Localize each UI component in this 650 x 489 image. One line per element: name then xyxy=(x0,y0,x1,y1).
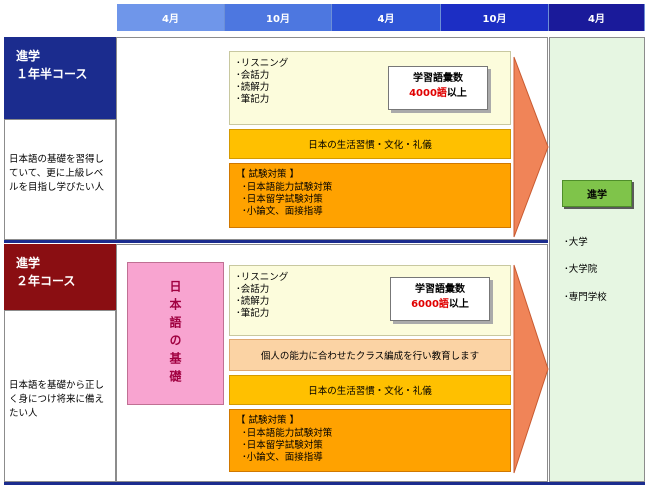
course1-vocab-count: 4000語 xyxy=(409,88,447,99)
course1-skill: ･読解力 xyxy=(236,82,270,93)
course1-title-line2: １年半コース xyxy=(16,67,88,81)
course1-arrow xyxy=(513,56,549,238)
course2-skill: ･リスニング xyxy=(236,272,289,283)
course1-vocab-note: 学習語彙数 4000語以上 xyxy=(388,66,488,110)
course2-vocab-label: 学習語彙数 xyxy=(415,284,465,295)
course2-content-frame xyxy=(116,244,548,482)
course2-skill: ･会話力 xyxy=(236,284,270,295)
course1-title-line1: 進学 xyxy=(16,49,41,63)
course2-vocab-suffix: 以上 xyxy=(448,299,469,310)
timeline-cell-5: 4月 xyxy=(549,4,645,31)
course2-exam-item: ･小論文、面接指導 xyxy=(242,452,323,463)
course1-culture-bar: 日本の生活習慣・文化・礼儀 xyxy=(229,129,511,159)
course2-class-note: 個人の能力に合わせたクラス編成を行い教育します xyxy=(229,339,511,371)
course2-skill: ･筆記力 xyxy=(236,308,270,319)
course2-exam-item: ･日本語能力試験対策 xyxy=(242,428,333,439)
timeline-header: 4月 10月 4月 10月 4月 xyxy=(117,4,645,31)
bottom-rule xyxy=(4,482,645,485)
course2-culture-bar: 日本の生活習慣・文化・礼儀 xyxy=(229,375,511,405)
timeline-cell-1: 4月 xyxy=(117,4,225,31)
course1-vocab-label: 学習語彙数 xyxy=(413,73,463,84)
course1-vocab-suffix: 以上 xyxy=(446,88,467,99)
course2-vocab-count: 6000語 xyxy=(411,299,449,310)
destination-column xyxy=(549,37,645,482)
timeline-cell-2: 10月 xyxy=(225,4,332,31)
destination-label: 進学 xyxy=(562,180,632,207)
course1-exam-box: 【 試験対策 】 ･日本語能力試験対策 ･日本留学試験対策 ･小論文、面接指導 xyxy=(229,163,511,228)
course1-exam-item: ･日本留学試験対策 xyxy=(242,194,323,205)
timeline-cell-4: 10月 xyxy=(441,4,549,31)
course2-description: 日本語を基礎から正しく身につけ将来に備えたい人 xyxy=(4,310,116,482)
course2-title-line2: ２年コース xyxy=(16,274,76,288)
course1-skill: ･会話力 xyxy=(236,70,270,81)
course1-exam-item: ･日本語能力試験対策 xyxy=(242,182,333,193)
course1-exam-item: ･小論文、面接指導 xyxy=(242,206,323,217)
course2-skill: ･読解力 xyxy=(236,296,270,307)
destination-item: ･大学院 xyxy=(564,264,598,275)
course2-vocab-line: 6000語以上 xyxy=(391,297,489,312)
course2-exam-item: ･日本留学試験対策 xyxy=(242,440,323,451)
course-divider xyxy=(4,240,548,243)
course2-arrow xyxy=(513,264,549,474)
course2-exam-title: 【 試験対策 】 xyxy=(236,415,300,426)
course2-skills-box: ･リスニング ･会話力 ･読解力 ･筆記力 xyxy=(229,265,511,336)
course2-basics-box: 日本語の基礎 xyxy=(127,262,224,405)
course1-description: 日本語の基礎を習得していて、更に上級レベルを目指し学びたい人 xyxy=(4,119,116,240)
destination-item: ･専門学校 xyxy=(564,292,607,303)
course1-exam-title: 【 試験対策 】 xyxy=(236,169,300,180)
course2-exam-box: 【 試験対策 】 ･日本語能力試験対策 ･日本留学試験対策 ･小論文、面接指導 xyxy=(229,409,511,472)
course2-vocab-note: 学習語彙数 6000語以上 xyxy=(390,277,490,321)
timeline-cell-3: 4月 xyxy=(332,4,441,31)
course1-vocab-line: 4000語以上 xyxy=(389,86,487,101)
course1-skill: ･リスニング xyxy=(236,58,289,69)
course2-header: 進学 ２年コース xyxy=(4,244,116,310)
course1-skill: ･筆記力 xyxy=(236,94,270,105)
course1-header: 進学 １年半コース xyxy=(4,37,116,119)
course1-content-frame xyxy=(116,37,548,240)
course2-basics-label: 日本語の基礎 xyxy=(168,279,182,388)
destination-item: ･大学 xyxy=(564,237,588,248)
course2-title-line1: 進学 xyxy=(16,256,41,270)
